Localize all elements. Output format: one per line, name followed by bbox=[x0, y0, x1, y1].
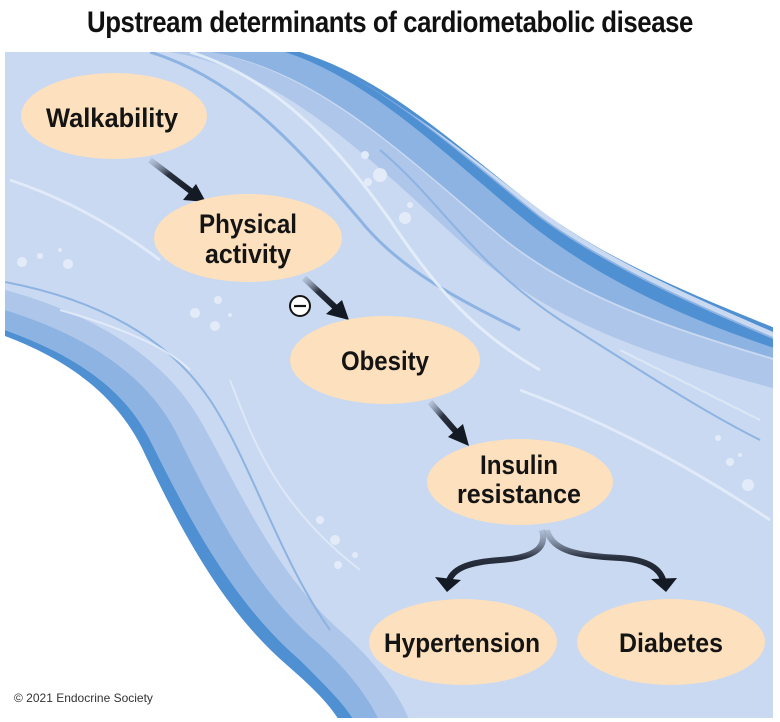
node-insulin-resistance: Insulin resistance bbox=[427, 439, 613, 525]
arrow-walkability-to-physical-activity bbox=[148, 157, 206, 202]
node-label: Hypertension bbox=[384, 628, 540, 658]
node-label: Obesity bbox=[341, 346, 429, 376]
copyright-notice: © 2021 Endocrine Society bbox=[14, 691, 153, 705]
figure-title: Upstream determinants of cardiometabolic… bbox=[87, 6, 693, 39]
node-walkability: Walkability bbox=[21, 73, 207, 159]
bubble-decoration bbox=[17, 151, 754, 569]
node-diabetes: Diabetes bbox=[577, 599, 765, 685]
node-physical-activity: Physical activity bbox=[154, 194, 342, 282]
arrow-obesity-to-insulin-resistance bbox=[427, 400, 469, 446]
arrow-fork-to-outcomes bbox=[435, 529, 677, 592]
node-label: Walkability bbox=[46, 103, 178, 133]
node-label: Insulin bbox=[480, 450, 558, 480]
arrow-physical-activity-to-obesity bbox=[301, 275, 349, 320]
arrows bbox=[148, 157, 677, 592]
node-obesity: Obesity bbox=[290, 316, 480, 404]
node-label: Diabetes bbox=[619, 628, 723, 658]
node-label: Physical bbox=[199, 209, 297, 239]
node-hypertension: Hypertension bbox=[369, 599, 557, 685]
negative-effect-marker bbox=[289, 295, 311, 317]
node-label: resistance bbox=[457, 479, 581, 509]
node-label: activity bbox=[205, 239, 291, 269]
